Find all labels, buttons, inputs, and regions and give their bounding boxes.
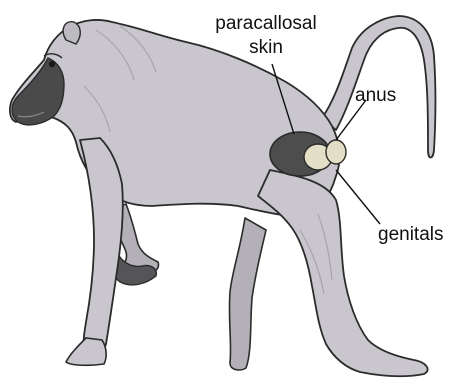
eye	[49, 61, 55, 67]
far-hind-leg	[229, 218, 266, 370]
near-hind-leg	[258, 170, 428, 376]
label-genitals: genitals	[378, 224, 444, 245]
callosity-right	[326, 140, 346, 164]
label-paracallosal-line2: skin	[249, 37, 283, 58]
near-front-arm	[80, 138, 123, 354]
label-paracallosal-line1: paracallosal	[215, 13, 316, 34]
leader-line-genitals	[336, 170, 380, 224]
near-front-hand	[66, 338, 106, 365]
label-anus: anus	[355, 85, 396, 106]
